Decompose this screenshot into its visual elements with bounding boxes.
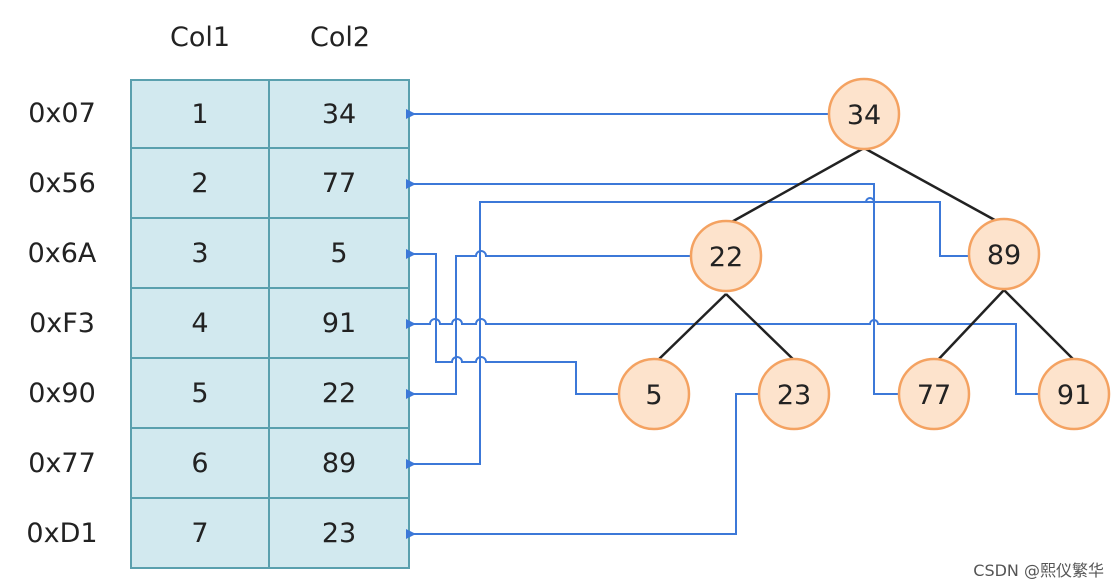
tree-edge [935,289,1005,363]
watermark: CSDN @熙仪繁华 [973,561,1104,580]
tree-node-23: 23 [757,357,831,431]
table-row: 2 77 [130,149,410,219]
column-header-col1: Col1 [169,22,231,53]
node-label: 91 [1057,380,1091,411]
column-header-col2: Col2 [309,22,371,53]
table-cell-col2: 89 [270,429,410,499]
pointer-line-23 [406,393,760,539]
table-row: 6 89 [130,429,410,499]
node-label: 22 [709,242,743,273]
tree-edges [655,146,1077,363]
row-address: 0x6A [27,238,97,269]
node-label: 5 [645,380,662,411]
tree-node-77: 77 [897,357,971,431]
table-row: 4 91 [130,289,410,359]
row-address: 0xF3 [29,308,95,339]
tree-node-89: 89 [967,217,1041,291]
node-label: 89 [987,240,1021,271]
tree-edge [725,293,797,363]
table-cell-col1: 4 [130,289,270,359]
table-row: 7 23 [130,499,410,569]
table-cell-col1: 1 [130,79,270,149]
node-label: 77 [917,380,951,411]
row-address: 0xD1 [26,518,98,549]
table-cell-col1: 3 [130,219,270,289]
table-cell-col1: 2 [130,149,270,219]
table-row: 3 5 [130,219,410,289]
table-cell-col1: 6 [130,429,270,499]
table-cell-col2: 5 [270,219,410,289]
tree-edge [1003,289,1077,363]
table-row: 5 22 [130,359,410,429]
pointer-line-5 [406,249,618,395]
row-address: 0x07 [28,98,96,129]
tree-edge [863,146,1003,226]
table-cell-col2: 77 [270,149,410,219]
pointer-line-91 [406,318,1038,395]
tree-nodes: 34 22 89 5 23 77 [617,77,1111,431]
tree-node-91: 91 [1037,357,1111,431]
row-address: 0x90 [28,378,96,409]
pointer-lines [406,109,1038,539]
table-cell-col2: 23 [270,499,410,569]
table-cell-col2: 91 [270,289,410,359]
tree-node-22: 22 [689,219,763,293]
row-address: 0x77 [28,448,96,479]
node-label: 34 [847,100,881,131]
pointer-line-89 [406,201,968,469]
node-label: 23 [777,380,811,411]
table-cell-col1: 5 [130,359,270,429]
tree-node-34: 34 [827,77,901,151]
table-cell-col2: 22 [270,359,410,429]
tree-edge [727,146,865,226]
row-address: 0x56 [28,168,96,199]
tree-edge [655,293,727,363]
table-row: 1 34 [130,79,410,149]
table-cell-col2: 34 [270,79,410,149]
tree-node-5: 5 [617,357,691,431]
table-cell-col1: 7 [130,499,270,569]
